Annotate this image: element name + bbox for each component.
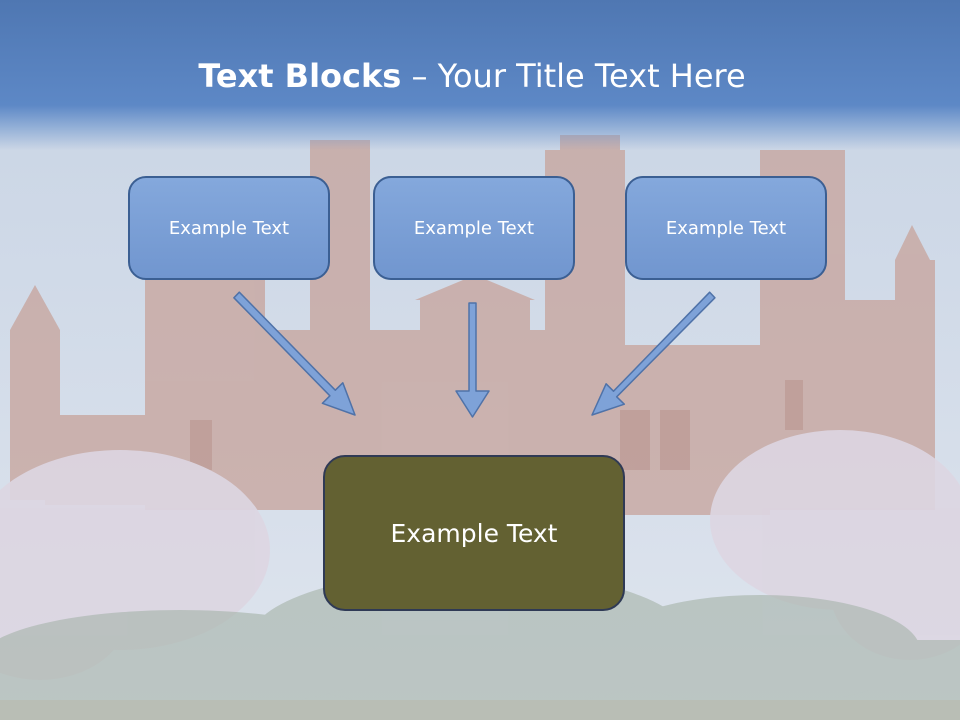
arrow-right[interactable] <box>591 291 716 416</box>
box-2-label: Example Text <box>413 217 535 239</box>
slide-title[interactable]: Text Blocks – Your Title Text Here <box>0 52 944 100</box>
box-3-label: Example Text <box>665 217 787 239</box>
arrow-left[interactable] <box>233 291 356 416</box>
example-text-box-1[interactable]: Example Text <box>128 176 330 280</box>
example-text-box-3[interactable]: Example Text <box>625 176 827 280</box>
example-text-box-2[interactable]: Example Text <box>373 176 575 280</box>
target-box-label: Example Text <box>390 518 558 548</box>
title-bar <box>0 0 960 150</box>
box-1-label: Example Text <box>168 217 290 239</box>
title-rest-text: – Your Title Text Here <box>401 57 746 95</box>
target-text-box[interactable]: Example Text <box>323 455 625 611</box>
title-bold-text: Text Blocks <box>198 57 402 95</box>
arrow-middle[interactable] <box>455 302 490 418</box>
